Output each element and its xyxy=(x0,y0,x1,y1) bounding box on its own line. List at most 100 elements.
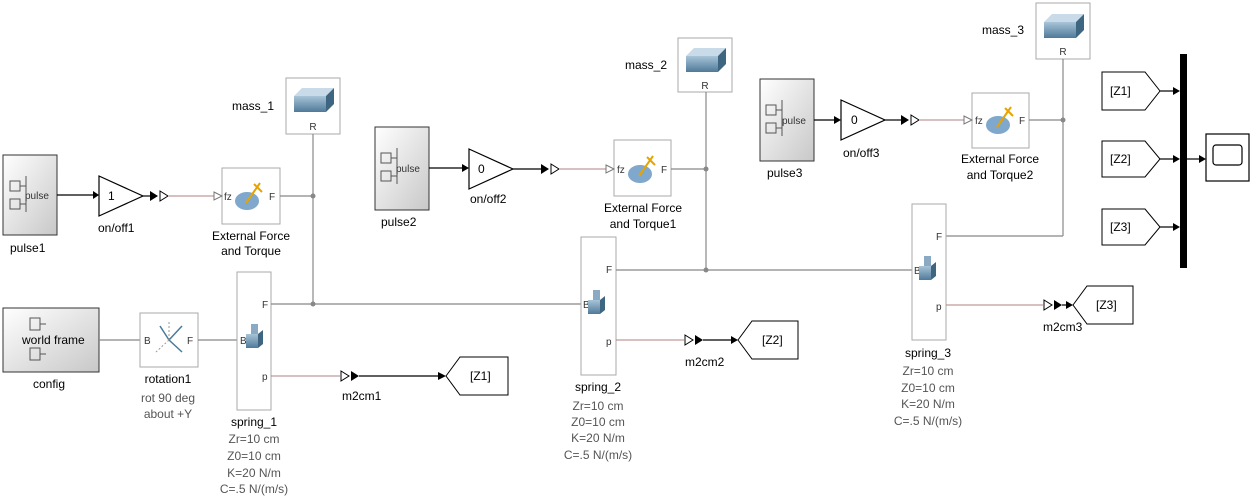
svg-text:pulse: pulse xyxy=(396,164,420,175)
gain-triangle-icon xyxy=(98,175,145,217)
pulse3-block[interactable]: pulse pulse3 xyxy=(759,78,815,180)
from-tag-icon xyxy=(1101,208,1161,246)
scope-block[interactable] xyxy=(1205,133,1250,182)
svg-text:External Force: External Force xyxy=(604,201,682,215)
from-tag-icon xyxy=(1101,71,1161,111)
port-F: F xyxy=(269,192,275,203)
svg-text:spring_3: spring_3 xyxy=(905,346,951,360)
svg-text:B: B xyxy=(583,300,590,311)
rotation1-block[interactable]: B F rotation1 rot 90 deg about +Y xyxy=(139,312,199,421)
svg-text:Z0=10 cm: Z0=10 cm xyxy=(227,449,281,463)
svg-text:fz: fz xyxy=(975,116,983,127)
svg-text:R: R xyxy=(1059,47,1066,58)
gain1-label: on/off1 xyxy=(98,221,135,235)
mass3-label: mass_3 xyxy=(982,23,1024,37)
pulse-generator-icon xyxy=(9,176,27,212)
svg-text:C=.5 N/(m/s): C=.5 N/(m/s) xyxy=(894,414,962,428)
svg-text:p: p xyxy=(606,337,612,348)
svg-text:[Z1]: [Z1] xyxy=(1110,84,1131,98)
gain1-value: 1 xyxy=(108,189,115,203)
svg-text:B: B xyxy=(914,266,921,277)
svg-text:p: p xyxy=(936,302,942,313)
pulse2-block[interactable]: pulse pulse2 xyxy=(374,126,430,229)
config-label: config xyxy=(33,377,65,391)
svg-text:F: F xyxy=(606,265,612,276)
ps-converter-icon xyxy=(541,163,560,175)
svg-text:and Torque1: and Torque1 xyxy=(610,217,677,231)
goto-z1[interactable]: [Z1] xyxy=(445,356,509,396)
svg-text:F: F xyxy=(187,336,193,347)
external-force-icon xyxy=(628,155,656,183)
from-z1[interactable]: [Z1] xyxy=(1101,71,1161,111)
goto-tag-icon xyxy=(445,356,509,396)
goto-tag-icon xyxy=(737,320,799,360)
from-z3[interactable]: [Z3] xyxy=(1101,208,1161,246)
solid-mass-icon xyxy=(1044,14,1084,38)
spring3-block[interactable]: F B p spring_3 Zr=10 cm Z0=10 cm K=20 N/… xyxy=(894,203,962,428)
ps-converter-icon xyxy=(150,190,169,202)
mass2-block[interactable]: R mass_2 xyxy=(625,37,733,93)
solid-mass-icon xyxy=(294,88,334,112)
port-fz: fz xyxy=(224,192,232,203)
external-force-icon xyxy=(235,182,263,210)
svg-text:B: B xyxy=(240,336,247,347)
external-force-1-block[interactable]: fz F External Force and Torque xyxy=(212,167,290,258)
svg-text:C=.5 N/(m/s): C=.5 N/(m/s) xyxy=(564,448,632,462)
svg-text:[Z3]: [Z3] xyxy=(1096,298,1117,312)
gain2-block[interactable]: 0 on/off2 xyxy=(468,148,515,206)
mass1-label: mass_1 xyxy=(232,99,274,113)
mass1-block[interactable]: R mass_1 xyxy=(232,77,341,135)
svg-text:B: B xyxy=(144,336,151,347)
prismatic-spring-icon xyxy=(919,256,936,280)
svg-text:Zr=10 cm: Zr=10 cm xyxy=(572,399,623,413)
goto-z3[interactable]: [Z3] xyxy=(1072,285,1134,325)
svg-text:R: R xyxy=(701,81,708,92)
mass3-block[interactable]: R mass_3 xyxy=(982,2,1091,60)
prismatic-spring-icon xyxy=(588,290,605,314)
gain-triangle-icon xyxy=(840,99,887,141)
mux-bar-icon[interactable] xyxy=(1180,54,1187,268)
mass2-label: mass_2 xyxy=(625,58,667,72)
svg-text:[Z2]: [Z2] xyxy=(1110,152,1131,166)
svg-text:K=20 N/m: K=20 N/m xyxy=(571,431,625,445)
spring2-block[interactable]: F B p spring_2 Zr=10 cm Z0=10 cm K=20 N/… xyxy=(564,236,632,462)
svg-text:fz: fz xyxy=(617,165,625,176)
svg-text:F: F xyxy=(936,232,942,243)
prismatic-spring-icon xyxy=(246,324,263,348)
from-tag-icon xyxy=(1101,140,1161,178)
svg-text:0: 0 xyxy=(851,113,858,127)
port-R: R xyxy=(309,122,316,133)
spring1-label: spring_1 xyxy=(231,415,277,429)
world-frame-icon xyxy=(29,317,46,361)
external-force-2-block[interactable]: fz F External Force and Torque1 xyxy=(604,139,682,231)
gain3-block[interactable]: 0 on/off3 xyxy=(840,99,887,160)
gain1-block[interactable]: 1 on/off1 xyxy=(98,175,145,235)
svg-text:spring_2: spring_2 xyxy=(575,380,621,394)
config-block[interactable]: world frame config xyxy=(2,307,100,391)
ps-converter-icon xyxy=(901,114,920,126)
svg-text:p: p xyxy=(262,372,268,383)
svg-text:[Z1]: [Z1] xyxy=(470,369,491,383)
svg-text:C=.5 N/(m/s): C=.5 N/(m/s) xyxy=(220,482,288,496)
gain3-label: on/off3 xyxy=(843,146,880,160)
rotation1-param-a: rot 90 deg xyxy=(141,391,195,405)
gain-triangle-icon xyxy=(468,148,515,190)
svg-text:pulse: pulse xyxy=(782,116,806,127)
pulse2-label: pulse2 xyxy=(381,215,417,229)
pulse1-block[interactable]: pulse pulse1 xyxy=(2,154,58,255)
ps-converter-icon xyxy=(1043,299,1062,311)
svg-text:F: F xyxy=(262,300,268,311)
svg-text:F: F xyxy=(1019,116,1025,127)
spring1-block[interactable]: F B p spring_1 Zr=10 cm Z0=10 cm K=20 N/… xyxy=(220,271,288,496)
svg-text:[Z3]: [Z3] xyxy=(1110,220,1131,234)
m2cm1-label: m2cm1 xyxy=(342,389,382,403)
goto-tag-icon xyxy=(1072,285,1134,325)
from-z2[interactable]: [Z2] xyxy=(1101,140,1161,178)
svg-text:K=20 N/m: K=20 N/m xyxy=(901,397,955,411)
goto-z2[interactable]: [Z2] xyxy=(737,320,799,360)
external-force-3-block[interactable]: fz F External Force and Torque2 xyxy=(961,92,1039,182)
pulse-generator-icon xyxy=(380,148,398,184)
svg-text:External Force: External Force xyxy=(961,152,1039,166)
gain2-label: on/off2 xyxy=(470,192,507,206)
